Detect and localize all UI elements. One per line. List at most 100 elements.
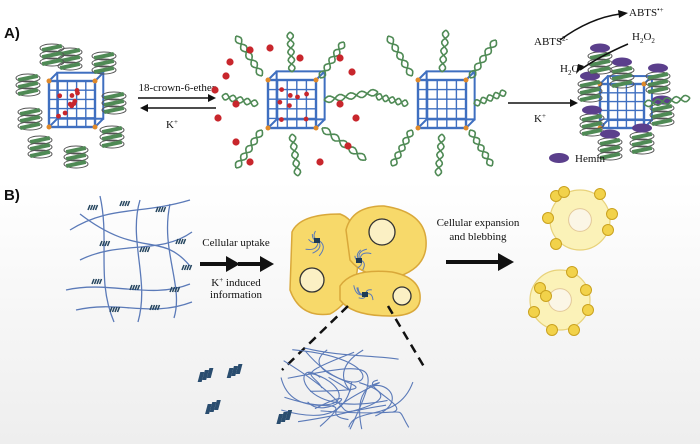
internal-quadruplex bbox=[356, 258, 362, 263]
k-ion-free bbox=[336, 54, 344, 62]
quadruplex-loop bbox=[649, 110, 675, 120]
k-ion-free bbox=[226, 58, 234, 66]
zoom-quadruplex bbox=[235, 364, 243, 374]
h2o-label: H2O bbox=[560, 63, 579, 77]
k-ion-free bbox=[246, 46, 254, 54]
g-tetrad bbox=[581, 127, 603, 137]
g-quadruplex-tick bbox=[124, 200, 128, 207]
quadruplex-loop bbox=[101, 105, 127, 115]
k-ion-bound bbox=[69, 93, 75, 98]
quadruplex-loop bbox=[63, 152, 89, 162]
cellular-uptake-label: Cellular uptake bbox=[202, 237, 270, 249]
g-tetrad bbox=[17, 87, 39, 97]
g-quadruplex-tick bbox=[99, 240, 103, 247]
g-tetrad bbox=[93, 51, 115, 61]
g-quadruplex-tick bbox=[129, 284, 133, 291]
cube-back-face bbox=[275, 70, 326, 121]
g-tetrad bbox=[103, 105, 125, 115]
zoom-fiber bbox=[303, 371, 388, 405]
g-tetrad bbox=[29, 135, 51, 145]
quadruplex-loop bbox=[39, 57, 65, 67]
cube-vertex bbox=[46, 78, 52, 84]
zoom-fiber bbox=[348, 381, 414, 428]
nanocube-with-g-quadruplexes bbox=[15, 43, 127, 169]
g-quadruplex-tick bbox=[157, 206, 162, 213]
cube-back-face bbox=[425, 70, 476, 121]
nanocube-hemin-dnazyme bbox=[577, 43, 691, 161]
g-quadruplex-tick bbox=[121, 200, 126, 207]
g-quadruplex-tick bbox=[175, 238, 179, 245]
g-quadruplex-tick bbox=[174, 286, 178, 293]
zoom-fiber bbox=[310, 349, 357, 392]
cube-vertex bbox=[92, 124, 98, 130]
dna-strand bbox=[234, 129, 263, 169]
k-ion-bound bbox=[287, 93, 293, 98]
g-quadruplex-tick bbox=[109, 306, 113, 313]
k-ion-free bbox=[348, 68, 356, 76]
g-quadruplex-tick bbox=[126, 200, 131, 207]
zoom-fiber bbox=[307, 398, 343, 410]
zoom-quadruplex bbox=[276, 414, 284, 424]
cellular-uptake-arrow bbox=[200, 256, 274, 272]
quadruplex-loop bbox=[99, 139, 125, 149]
dna-strand bbox=[318, 41, 345, 79]
g-tetrad bbox=[579, 79, 601, 89]
k-ion-bound bbox=[279, 87, 285, 93]
g-tetrad bbox=[41, 57, 63, 67]
quadruplex-loop bbox=[101, 98, 127, 108]
cube-front-face bbox=[416, 78, 468, 130]
expansion-label-line1: Cellular expansion bbox=[437, 217, 520, 229]
g-tetrad bbox=[17, 80, 39, 90]
k-ion-bound bbox=[75, 90, 80, 96]
zoom-lines bbox=[281, 305, 428, 371]
hemin-molecule bbox=[590, 43, 610, 53]
g-tetrad bbox=[59, 47, 81, 57]
quadruplex-loop bbox=[15, 73, 41, 83]
quadruplex-loop bbox=[597, 144, 623, 154]
g-quadruplex-tick bbox=[114, 306, 118, 313]
quadruplex-loop bbox=[15, 87, 41, 97]
dna-strand bbox=[435, 133, 446, 177]
dna-strand bbox=[390, 129, 413, 167]
dna-strand bbox=[469, 129, 494, 167]
zoom-fiber bbox=[371, 379, 398, 413]
quadruplex-loop bbox=[15, 80, 41, 90]
k-ion-free bbox=[352, 114, 360, 122]
dna-strand bbox=[321, 126, 367, 161]
quadruplex-loop bbox=[91, 51, 117, 61]
quadruplex-loop bbox=[587, 58, 613, 68]
dna-hydrogel-network bbox=[65, 195, 193, 323]
quadruplex-loop bbox=[587, 65, 613, 75]
g-quadruplex-tick bbox=[144, 246, 148, 253]
h2o2-label: H2O2 bbox=[632, 31, 655, 45]
dna-strand bbox=[468, 39, 497, 79]
g-tetrad bbox=[651, 110, 673, 120]
g-tetrad bbox=[589, 51, 611, 61]
dna-strand bbox=[221, 92, 259, 106]
dna-strand bbox=[321, 127, 367, 162]
zoom-quadruplex bbox=[206, 368, 214, 378]
g-quadruplex-tick bbox=[87, 204, 91, 211]
zoom-quadruplex bbox=[280, 412, 288, 422]
dna-strand bbox=[387, 35, 414, 77]
dna-strand bbox=[469, 39, 498, 79]
hemin-legend-icon bbox=[549, 153, 569, 163]
quadruplex-loop bbox=[17, 121, 43, 131]
membrane-bleb bbox=[582, 304, 594, 316]
g-tetrad bbox=[579, 86, 601, 96]
membrane-bleb bbox=[540, 290, 552, 302]
g-quadruplex-tick bbox=[96, 278, 100, 285]
dna-strand bbox=[643, 94, 691, 107]
g-quadruplex-tick bbox=[119, 200, 123, 207]
g-tetrad bbox=[647, 85, 669, 95]
g-quadruplex-tick bbox=[134, 284, 138, 291]
quadruplex-loop bbox=[645, 78, 671, 88]
g-tetrad bbox=[103, 98, 125, 108]
cell-nucleus bbox=[392, 286, 412, 306]
zoom-quadruplex bbox=[205, 404, 212, 414]
hydrogel-fiber bbox=[79, 213, 191, 267]
quadruplex-loop bbox=[577, 93, 603, 103]
g-quadruplex-tick bbox=[116, 306, 121, 313]
g-tetrad bbox=[589, 58, 611, 68]
